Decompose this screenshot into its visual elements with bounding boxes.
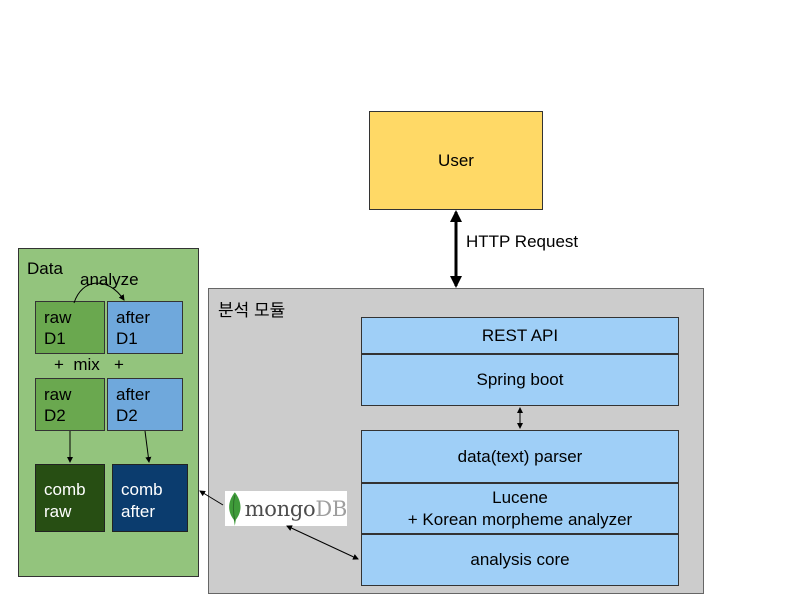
analyze-label: analyze xyxy=(80,270,139,289)
lucene-layer: Lucene + Korean morpheme analyzer xyxy=(361,483,679,534)
raw-d1-box: raw D1 xyxy=(35,301,105,354)
after-d2-to-comb-arrow xyxy=(144,430,152,463)
mongodb-wordmark-main: mongo xyxy=(244,496,316,521)
analyze-curve-arrow xyxy=(73,282,125,304)
text-parser-layer: data(text) parser xyxy=(361,430,679,483)
analysis-core-label: analysis core xyxy=(470,550,570,569)
user-box: User xyxy=(369,111,543,210)
comb-after-box: comb after xyxy=(112,464,188,532)
mix-label: + mix + xyxy=(54,355,124,374)
mongodb-leaf-icon xyxy=(229,491,241,526)
lucene-label: Lucene + Korean morpheme analyzer xyxy=(407,488,633,529)
comb-raw-box: comb raw xyxy=(35,464,105,532)
mongodb-wordmark: mongoDB xyxy=(244,496,348,521)
spring-boot-label: Spring boot xyxy=(476,370,564,389)
raw-d2-box: raw D2 xyxy=(35,378,105,431)
analysis-module-title: 분석 모듈 xyxy=(218,301,286,320)
spring-boot-layer: Spring boot xyxy=(361,354,679,406)
text-parser-label: data(text) parser xyxy=(457,446,583,466)
mongo-data-arrow xyxy=(199,490,224,506)
user-label: User xyxy=(438,150,474,170)
http-request-label: HTTP Request xyxy=(466,232,579,251)
after-d2-box: after D2 xyxy=(107,378,183,431)
rest-api-layer: REST API xyxy=(361,317,679,354)
data-panel-title: Data xyxy=(27,259,63,278)
rest-api-label: REST API xyxy=(481,325,559,345)
mongo-core-arrow xyxy=(286,525,359,560)
mongodb-logo: mongoDB xyxy=(225,491,347,526)
after-d1-box: after D1 xyxy=(107,301,183,354)
analysis-core-layer: analysis core xyxy=(361,534,679,586)
mongodb-wordmark-suffix: DB xyxy=(315,496,347,521)
